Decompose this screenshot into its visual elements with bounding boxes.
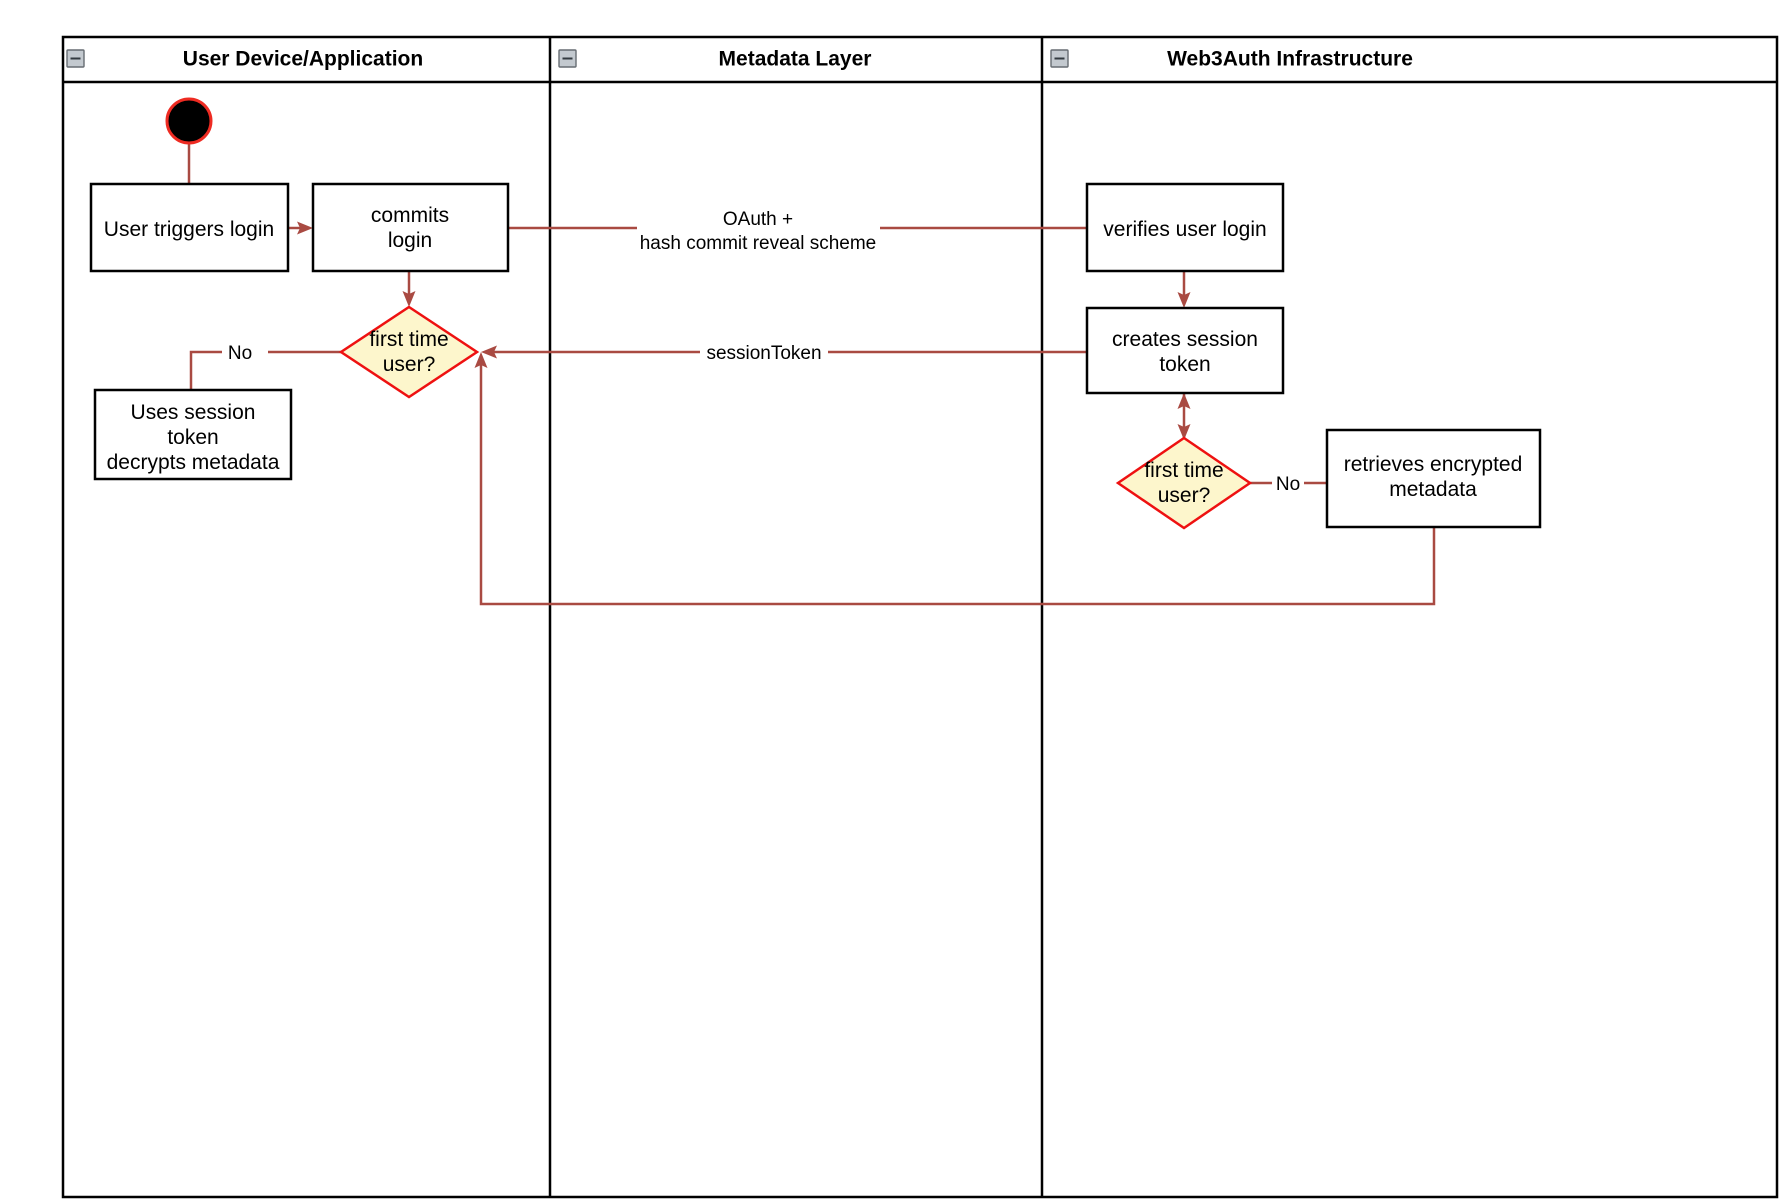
node-label-uses-session-token-line2: token (167, 426, 218, 449)
edge-label-oauth-line1: OAuth + (723, 209, 793, 230)
edge-commits-to-verifies: OAuth + hash commit reveal scheme (508, 209, 1087, 254)
node-label-first-time-user-right-line2: user? (1158, 484, 1211, 507)
node-label-uses-session-token-line1: Uses session (131, 401, 256, 424)
node-label-verifies-user-login: verifies user login (1103, 218, 1266, 241)
decision-shape-right (1115, 436, 1253, 530)
node-label-retrieves-encrypted-metadata-line2: metadata (1389, 478, 1477, 501)
edge-label-oauth-line2: hash commit reveal scheme (640, 233, 877, 254)
edge-decision-no-left: No (189, 343, 343, 390)
lane-title-user-device: User Device/Application (183, 48, 423, 71)
node-label-first-time-user-left-line2: user? (383, 353, 436, 376)
node-commits-login[interactable]: commits login (311, 182, 510, 273)
node-verifies-user-login[interactable]: verifies user login (1085, 182, 1285, 273)
edge-trigger-to-commits (288, 221, 313, 235)
swimlane-frame (61, 35, 1779, 1199)
edge-commits-to-decision (402, 271, 416, 307)
node-start[interactable] (165, 97, 213, 145)
node-user-triggers-login[interactable]: User triggers login (89, 182, 290, 273)
initial-node-icon (165, 97, 213, 145)
edge-creates-to-decision-right (1177, 393, 1191, 440)
node-label-user-triggers-login: User triggers login (104, 218, 274, 241)
node-uses-session-token[interactable]: Uses session token decrypts metadata (93, 388, 293, 481)
collapse-icon-user-device[interactable] (66, 49, 85, 68)
lane-header-metadata[interactable]: Metadata Layer (558, 48, 872, 71)
node-first-time-user-left[interactable]: first time user? (338, 305, 480, 399)
decision-shape-left (338, 305, 480, 399)
node-label-creates-session-token-line2: token (1159, 353, 1210, 376)
node-label-uses-session-token-line3: decrypts metadata (107, 451, 280, 474)
node-label-commits-login-line2: login (388, 229, 432, 252)
edge-label-no-right: No (1276, 474, 1300, 495)
edge-verifies-to-creates (1177, 271, 1191, 308)
collapse-icon-web3auth[interactable] (1050, 49, 1069, 68)
lane-header-web3auth[interactable]: Web3Auth Infrastructure (1050, 48, 1413, 71)
node-label-commits-login-line1: commits (371, 204, 449, 227)
edge-label-session-token: sessionToken (706, 343, 821, 364)
edge-decision-no-right: No (1250, 474, 1327, 495)
edge-creates-to-decision-left: sessionToken (481, 343, 1087, 364)
edge-retrieves-return (474, 352, 1436, 606)
collapse-icon-metadata[interactable] (558, 49, 577, 68)
node-label-first-time-user-left-line1: first time (369, 328, 448, 351)
node-label-creates-session-token-line1: creates session (1112, 328, 1258, 351)
node-label-retrieves-encrypted-metadata-line1: retrieves encrypted (1344, 453, 1523, 476)
lane-title-metadata: Metadata Layer (719, 48, 872, 71)
lane-header-user-device[interactable]: User Device/Application (66, 48, 423, 71)
node-retrieves-encrypted-metadata[interactable]: retrieves encrypted metadata (1325, 428, 1542, 529)
edge-label-no-left: No (228, 343, 252, 364)
lane-title-web3auth: Web3Auth Infrastructure (1167, 48, 1413, 71)
swimlane-outer-border (61, 35, 1779, 1199)
node-label-first-time-user-right-line1: first time (1144, 459, 1223, 482)
node-creates-session-token[interactable]: creates session token (1085, 306, 1285, 395)
node-first-time-user-right[interactable]: first time user? (1115, 436, 1253, 530)
